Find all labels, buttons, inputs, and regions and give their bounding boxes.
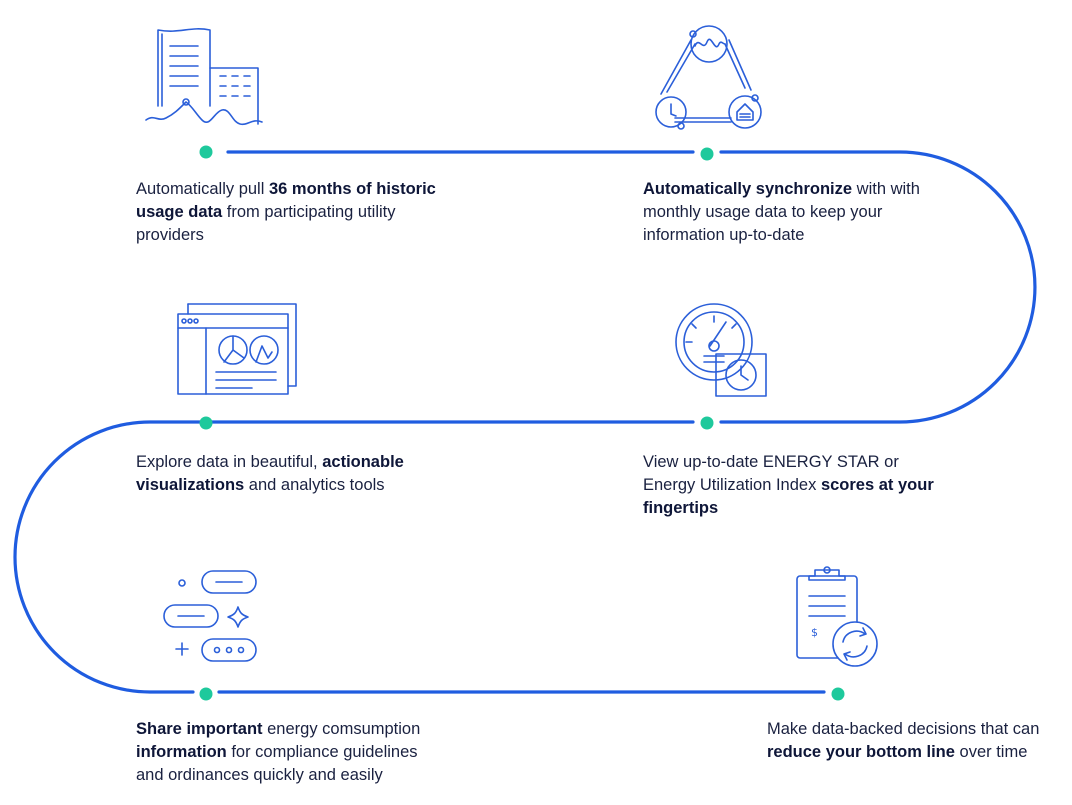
share-pills-icon bbox=[163, 570, 257, 662]
caption-segment: with with monthly usage data to keep you… bbox=[643, 180, 920, 244]
caption-share: Share important energy comsumption infor… bbox=[136, 718, 446, 787]
caption-bold-segment: scores at your fingertips bbox=[643, 476, 934, 517]
caption-bold-segment: actionable visualizations bbox=[136, 453, 404, 494]
timeline-dot-visualize bbox=[199, 416, 213, 430]
caption-pull: Automatically pull 36 months of historic… bbox=[136, 178, 441, 247]
caption-segment: energy comsumption bbox=[262, 720, 421, 738]
buildings-icon bbox=[145, 28, 263, 126]
sync-cycle-icon bbox=[655, 25, 762, 130]
caption-segment: Explore data in beautiful, bbox=[136, 453, 323, 471]
caption-segment: from participating utility providers bbox=[136, 203, 396, 244]
caption-visualize: Explore data in beautiful, actionable vi… bbox=[136, 451, 436, 497]
gauge-clock-icon bbox=[675, 303, 767, 397]
caption-segment: over time bbox=[954, 743, 1028, 761]
timeline-dot-decide bbox=[831, 687, 845, 701]
timeline-path bbox=[13, 150, 1037, 694]
caption-bold-segment: information bbox=[136, 743, 227, 761]
caption-segment: and analytics tools bbox=[244, 476, 385, 494]
clipboard-cycle-icon: $ bbox=[796, 566, 878, 667]
svg-text:$: $ bbox=[811, 626, 818, 639]
caption-decide: Make data-backed decisions that can redu… bbox=[767, 718, 1057, 764]
caption-segment: for compliance guidelines and ordinances… bbox=[136, 743, 418, 784]
caption-scores: View up-to-date ENERGY STAR or Energy Ut… bbox=[643, 451, 951, 520]
caption-segment: Make data-backed decisions that can bbox=[767, 720, 1040, 738]
caption-segment: Automatically pull bbox=[136, 180, 269, 198]
caption-sync: Automatically synchronize with with mont… bbox=[643, 178, 943, 247]
caption-bold-segment: reduce your bottom line bbox=[767, 743, 955, 761]
timeline-dot-share bbox=[199, 687, 213, 701]
timeline-dot-sync bbox=[700, 147, 714, 161]
caption-bold-segment: 36 months of historic usage data bbox=[136, 180, 436, 221]
timeline-dot-scores bbox=[700, 416, 714, 430]
caption-bold-segment: Automatically synchronize bbox=[643, 180, 853, 198]
caption-bold-segment: Share important bbox=[136, 720, 263, 738]
caption-segment: View up-to-date ENERGY STAR or Energy Ut… bbox=[643, 453, 899, 494]
timeline-dot-pull bbox=[199, 145, 213, 159]
dashboard-window-icon bbox=[177, 303, 297, 395]
